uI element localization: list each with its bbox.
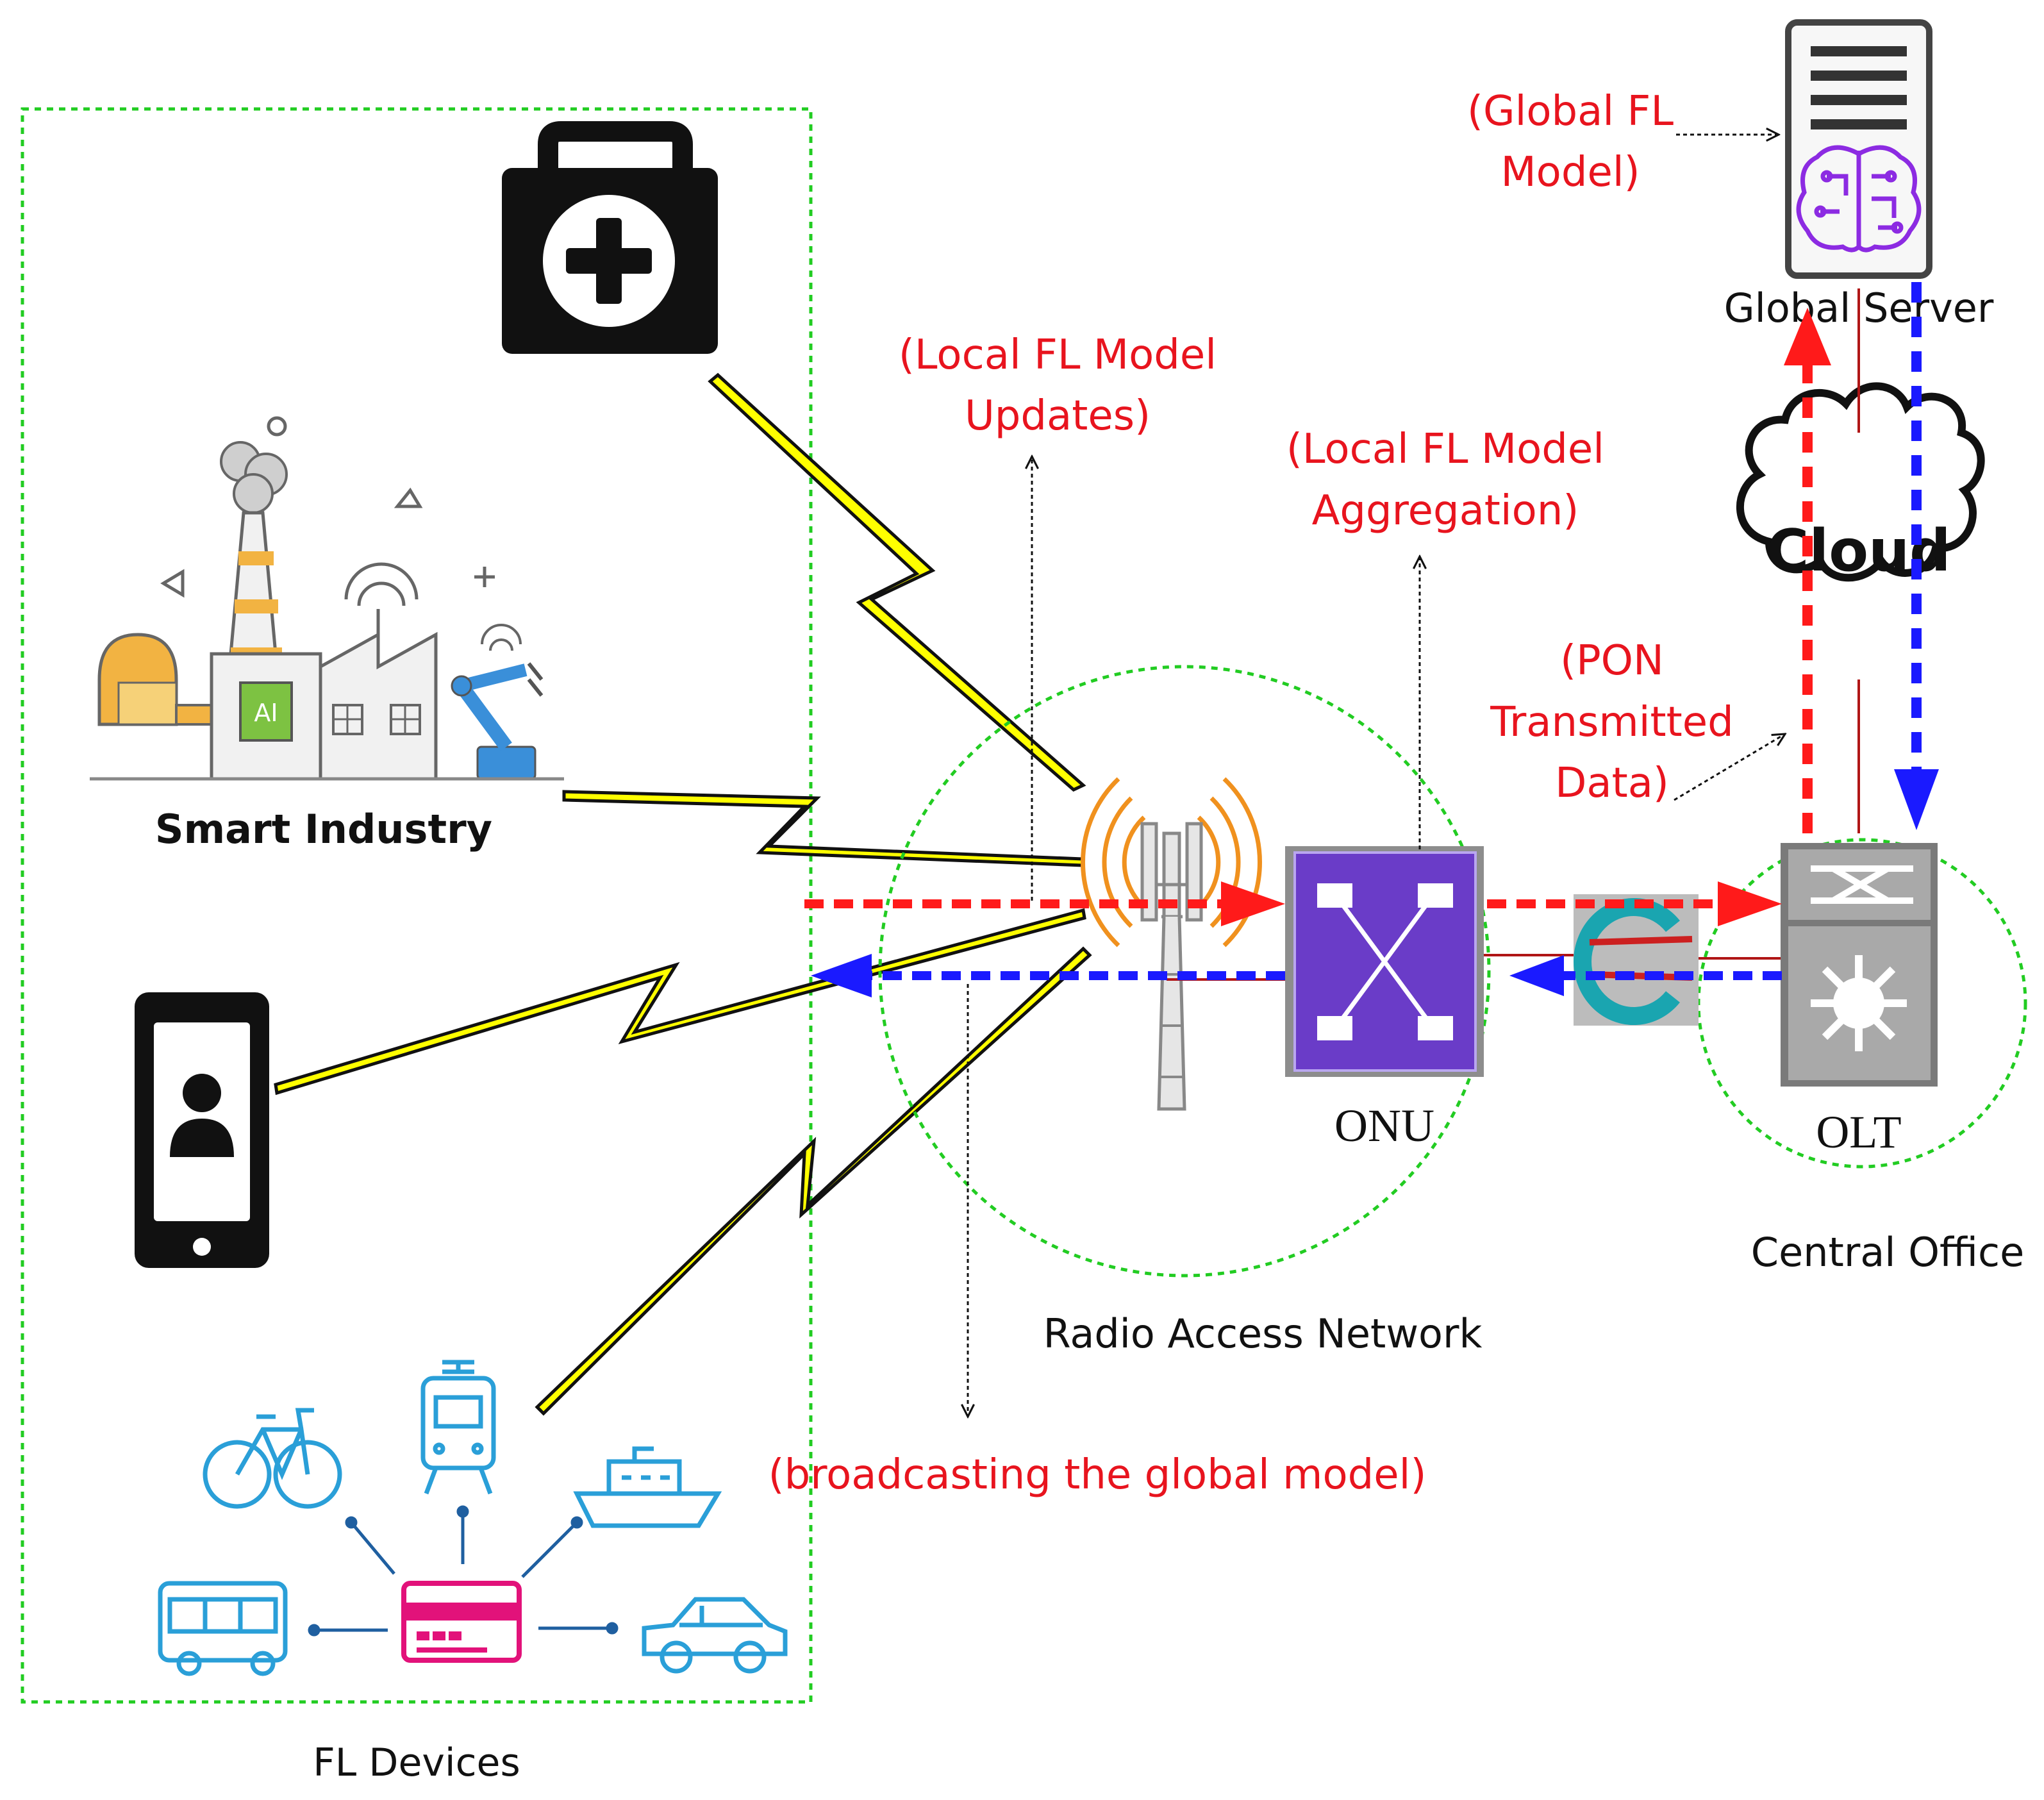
fl-devices-label: FL Devices xyxy=(313,1740,520,1785)
bus-icon xyxy=(158,1581,288,1676)
local-aggregation-label-line1: (Local FL Model xyxy=(1286,426,1604,473)
card-connector-lines xyxy=(308,1505,619,1637)
transport-network-icon xyxy=(158,1360,788,1676)
downlink-arrow-olt xyxy=(1894,769,1939,830)
payment-card-icon xyxy=(401,1581,522,1663)
local-updates-label-line2: Updates) xyxy=(965,392,1151,440)
downlink-flow xyxy=(811,282,1939,997)
smart-factory-icon: AI xyxy=(90,416,564,781)
fiber-links xyxy=(1167,288,1860,981)
uplink-arrow-onu xyxy=(1221,881,1285,926)
downlink-arrow-devices xyxy=(811,954,872,997)
wireless-link-phone xyxy=(274,908,1086,1096)
ai-chip-label: AI xyxy=(254,699,278,727)
pon-data-label-line3: Data) xyxy=(1555,760,1669,807)
olt-switch-icon xyxy=(1781,843,1938,1087)
onu-switch-icon xyxy=(1285,846,1484,1077)
uplink-flow xyxy=(804,308,1831,926)
uplink-arrow-olt xyxy=(1718,881,1782,926)
radio-tower-icon xyxy=(1081,777,1262,1111)
bicycle-icon xyxy=(203,1408,342,1509)
radio-access-network-label: Radio Access Network xyxy=(1043,1310,1483,1357)
radio-access-network-region xyxy=(878,665,1491,1278)
boat-icon xyxy=(573,1446,722,1528)
medical-kit-icon xyxy=(502,121,718,354)
wireless-link-factory xyxy=(562,790,1085,867)
local-updates-label-line1: (Local FL Model xyxy=(899,331,1217,379)
pon-data-label-line2: Transmitted xyxy=(1490,699,1733,746)
uplink-arrow-server xyxy=(1784,308,1831,365)
broadcast-label: (broadcasting the global model) xyxy=(769,1451,1427,1499)
cloud-label: Cloud xyxy=(1766,517,1950,585)
olt-label: OLT xyxy=(1816,1106,1901,1158)
annotation-pointers xyxy=(968,135,1785,1417)
smart-industry-label: Smart Industry xyxy=(155,806,492,853)
tram-icon xyxy=(420,1360,496,1495)
global-fl-model-label-line2: Model) xyxy=(1500,149,1640,196)
wireless-link-medical xyxy=(708,372,1086,792)
optical-coupler-icon xyxy=(1574,894,1699,1026)
pon-data-label-line1: (PON xyxy=(1560,637,1664,685)
central-office-label: Central Office xyxy=(1751,1229,2024,1276)
wireless-links xyxy=(274,372,1092,1416)
smartphone-user-icon xyxy=(135,992,269,1268)
local-aggregation-label-line2: Aggregation) xyxy=(1312,487,1579,535)
downlink-arrow-onu xyxy=(1509,955,1564,996)
wireless-link-transport xyxy=(535,946,1092,1416)
car-icon xyxy=(642,1597,788,1674)
onu-label: ONU xyxy=(1334,1100,1434,1151)
annotation-labels: (Global FL Model) (Local FL Model Update… xyxy=(769,88,1734,1499)
global-fl-model-label-line1: (Global FL xyxy=(1467,88,1674,135)
ai-brain-icon xyxy=(1796,145,1922,253)
